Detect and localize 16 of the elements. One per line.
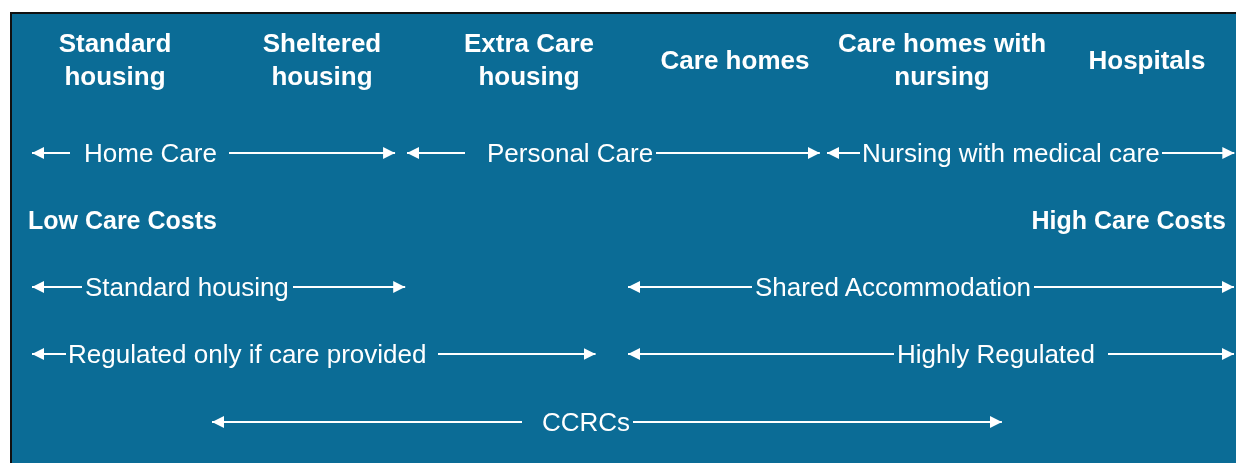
range-label: CCRCs — [542, 406, 631, 438]
range-label: Regulated only if care provided — [68, 338, 427, 370]
range-label: Standard housing — [85, 271, 289, 303]
column-heading: Care homes — [659, 43, 811, 77]
cost-label: Low Care Costs — [28, 205, 217, 235]
column-heading: Standard housing — [57, 27, 173, 93]
cost-label: High Care Costs — [1031, 205, 1226, 235]
range-label: Home Care — [84, 137, 217, 169]
column-heading: Sheltered housing — [261, 27, 383, 93]
column-heading: Hospitals — [1087, 43, 1207, 77]
range-label: Nursing with medical care — [862, 137, 1160, 169]
range-label: Highly Regulated — [897, 338, 1095, 370]
range-label: Personal Care — [487, 137, 654, 169]
range-label: Shared Accommodation — [755, 271, 1032, 303]
column-heading: Extra Care housing — [462, 27, 596, 93]
column-heading: Care homes with nursing — [837, 27, 1047, 93]
